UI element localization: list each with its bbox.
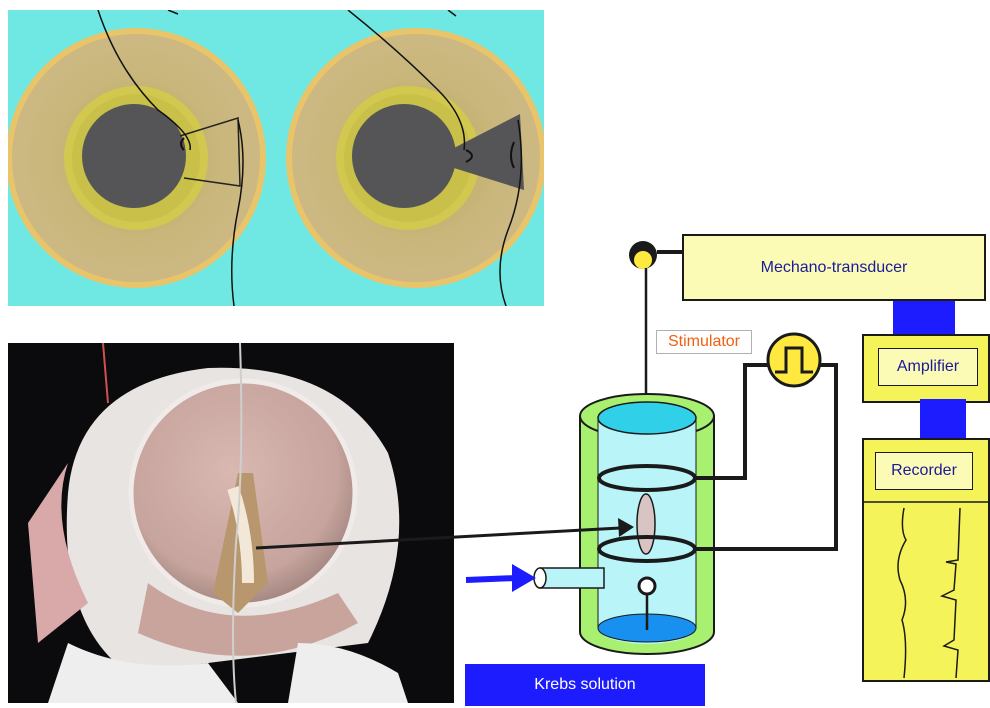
pulley-icon <box>629 241 682 269</box>
connector-amplifier-recorder <box>920 399 966 438</box>
stimulator-box: Stimulator <box>656 330 752 354</box>
krebs-solution-label: Krebs solution <box>534 676 635 694</box>
krebs-solution-box: Krebs solution <box>465 664 705 706</box>
recorder-box: Recorder <box>875 452 973 490</box>
mechano-transducer-label: Mechano-transducer <box>761 259 908 277</box>
recorder-label: Recorder <box>891 462 957 480</box>
amplifier-box: Amplifier <box>878 348 978 386</box>
pointer-arrow <box>256 518 634 548</box>
inflow-tube <box>534 568 604 588</box>
square-pulse-icon <box>768 334 820 386</box>
amplifier-label: Amplifier <box>897 358 959 376</box>
stim-wire-lower <box>695 365 836 549</box>
tissue-hook <box>639 578 655 594</box>
stimulator-label: Stimulator <box>668 333 740 351</box>
connector-transducer-amplifier <box>893 301 955 334</box>
tissue-strip <box>637 494 655 554</box>
arrow-right-icon <box>466 564 536 592</box>
mechano-transducer-box: Mechano-transducer <box>682 234 986 301</box>
